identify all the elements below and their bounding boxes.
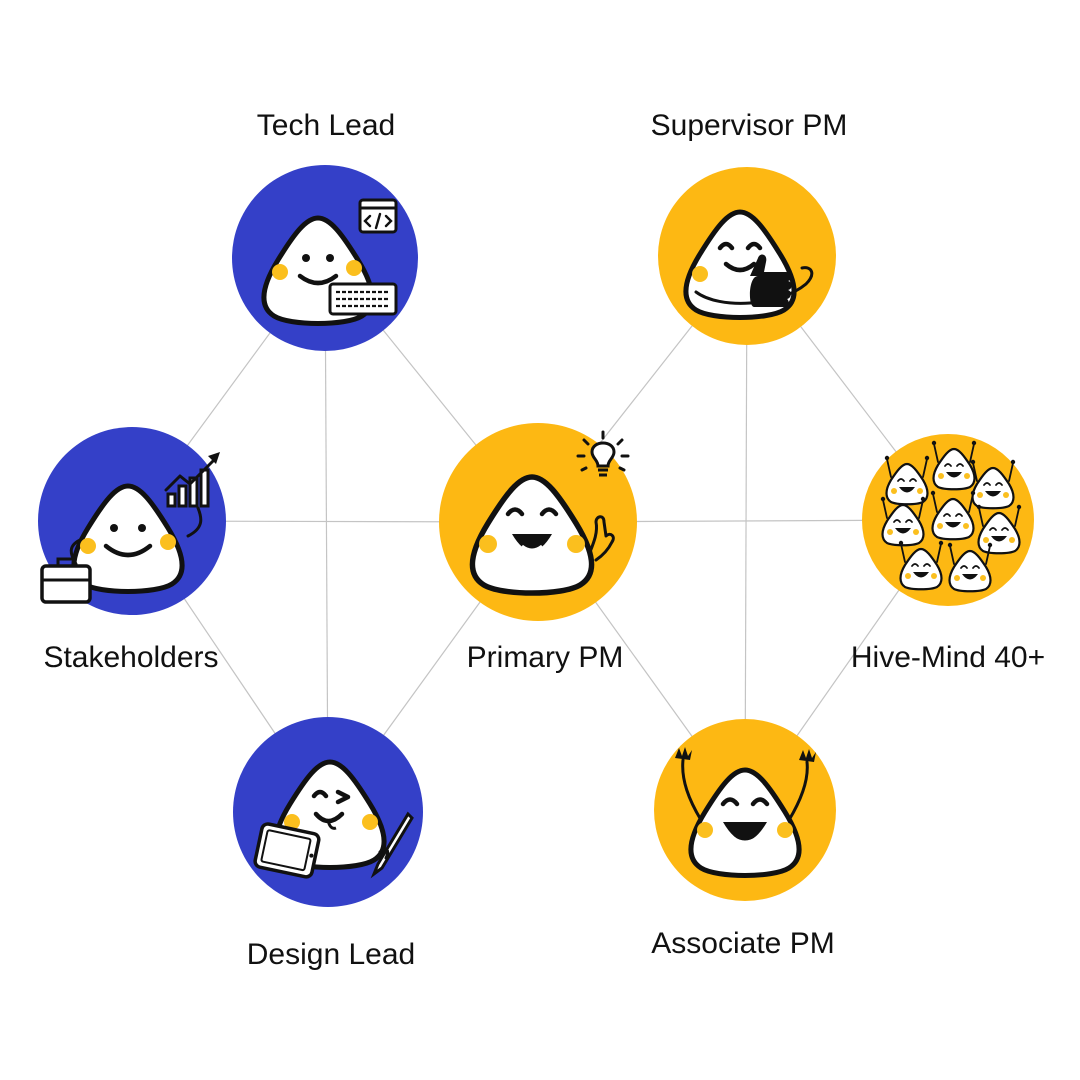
lightbulb-icon xyxy=(472,430,630,593)
label-primary-pm: Primary PM xyxy=(467,641,624,674)
label-stakeholders: Stakeholders xyxy=(43,641,218,674)
briefcase-chart-icon xyxy=(40,452,220,604)
label-design-lead: Design Lead xyxy=(247,938,415,971)
node-primary-pm[interactable] xyxy=(439,423,637,621)
node-hive-mind[interactable] xyxy=(862,434,1034,606)
node-design-lead[interactable] xyxy=(233,717,423,907)
label-hive-mind: Hive-Mind 40+ xyxy=(851,641,1045,674)
label-tech-lead: Tech Lead xyxy=(257,109,395,142)
label-supervisor-pm: Supervisor PM xyxy=(651,109,848,142)
node-supervisor-pm[interactable] xyxy=(658,167,836,345)
label-associate-pm: Associate PM xyxy=(651,927,834,960)
node-stakeholders[interactable] xyxy=(38,427,226,615)
thumbs-up-icon xyxy=(686,212,814,318)
node-tech-lead[interactable] xyxy=(232,165,418,351)
cheering-icon xyxy=(675,747,816,876)
node-associate-pm[interactable] xyxy=(654,719,836,901)
code-keyboard-icon xyxy=(264,198,398,324)
tablet-pen-icon xyxy=(253,762,414,879)
edge-supervisor-pm-associate-pm xyxy=(744,255,748,811)
